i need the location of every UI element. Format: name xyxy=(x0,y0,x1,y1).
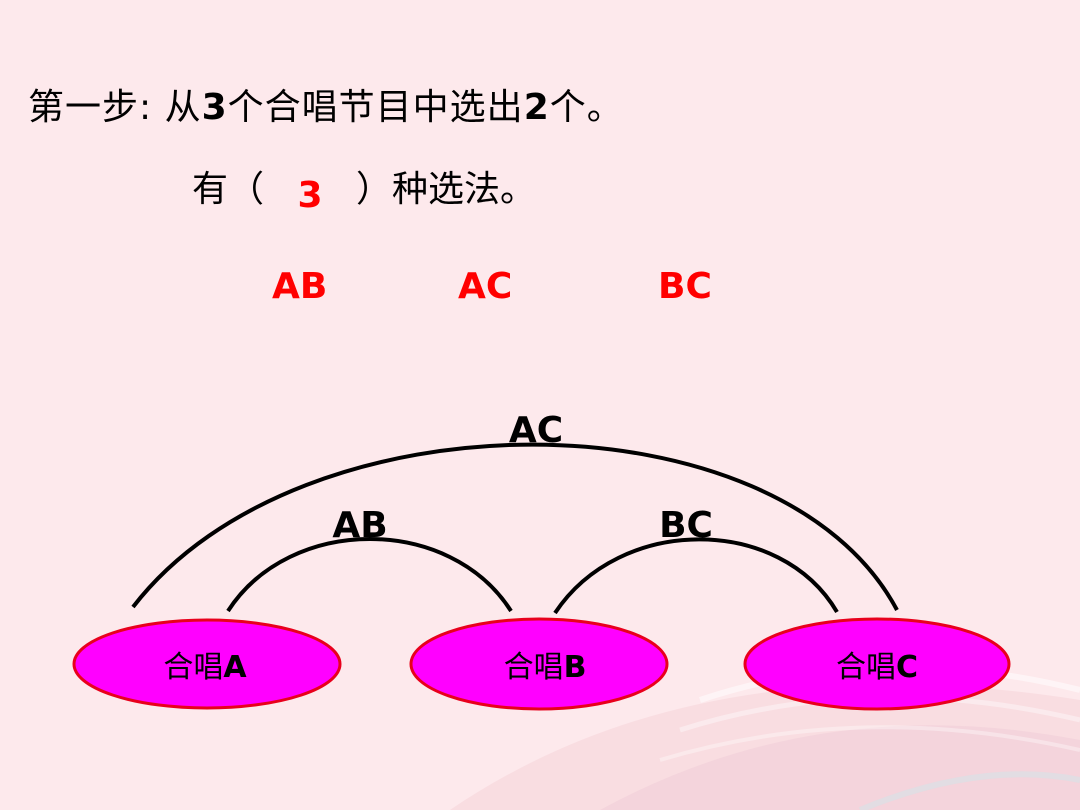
step-suffix: 个。 xyxy=(549,87,624,128)
arc-bc xyxy=(553,537,839,615)
step-middle: 个合唱节目中选出 xyxy=(227,87,524,128)
answer-value: 3 xyxy=(297,175,323,216)
node-a-ellipse xyxy=(72,618,342,710)
arc-label-bc: BC xyxy=(659,505,713,546)
arc-ac xyxy=(131,442,899,611)
node-c-label: 合唱C xyxy=(836,642,918,686)
combination-bc: BC xyxy=(658,266,712,307)
step-total: 3 xyxy=(201,87,228,128)
step-one-text: 第一步: 从3个合唱节目中选出2个。 xyxy=(28,78,624,130)
node-c-prefix: 合唱 xyxy=(835,650,896,685)
combination-ac: AC xyxy=(458,266,513,307)
arc-label-ac: AC xyxy=(508,410,564,451)
combination-ab: AB xyxy=(272,266,328,307)
node-a-label: 合唱A xyxy=(163,642,246,686)
step-prefix: 第一步: xyxy=(28,87,153,128)
node-a-prefix: 合唱 xyxy=(163,650,224,685)
node-a-letter: A xyxy=(223,650,247,685)
answer-before: 有（ xyxy=(192,169,265,210)
arc-label-ab: AB xyxy=(332,505,388,546)
arc-ab xyxy=(226,537,513,613)
node-c-letter: C xyxy=(895,650,919,685)
node-b-prefix: 合唱 xyxy=(503,650,564,685)
node-c-ellipse xyxy=(743,617,1011,711)
step-choose: 2 xyxy=(523,87,550,128)
node-b-letter: B xyxy=(563,650,587,685)
node-b-label: 合唱B xyxy=(504,642,587,686)
node-b-ellipse xyxy=(409,617,669,711)
answer-after: ）种选法。 xyxy=(356,169,537,210)
answer-line: 有（ 3 ）种选法。 xyxy=(192,160,537,216)
step-from: 从 xyxy=(164,87,202,128)
